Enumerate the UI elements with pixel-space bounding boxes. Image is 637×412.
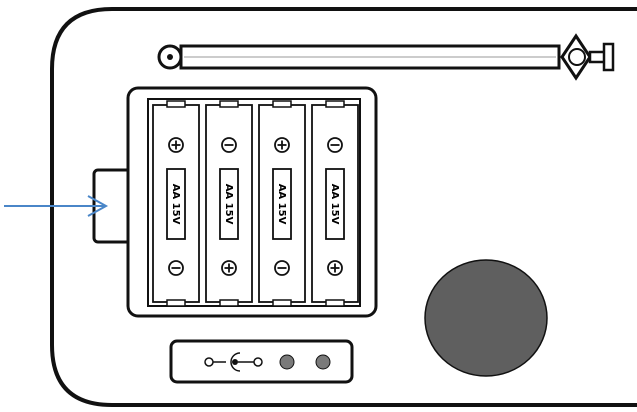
- battery-label-box: [219, 168, 239, 240]
- battery-label: AA 15V: [170, 184, 181, 225]
- battery-label: AA 15V: [223, 184, 234, 225]
- polarity-plus-icon: [168, 137, 184, 153]
- polarity-minus-icon: [221, 137, 237, 153]
- antenna-icon: [157, 33, 615, 81]
- jack-dot-2: [315, 354, 331, 370]
- speaker-grille: [424, 259, 548, 377]
- battery-slots: AA 15V AA 15V AA 15V AA 15V: [152, 100, 359, 307]
- battery-label: AA 15V: [276, 184, 287, 225]
- battery-label-box: [166, 168, 186, 240]
- battery-label-box: [325, 168, 345, 240]
- battery-label: AA 15V: [329, 184, 340, 225]
- polarity-plus-icon: [327, 260, 343, 276]
- polarity-minus-icon: [274, 260, 290, 276]
- polarity-minus-icon: [168, 260, 184, 276]
- arrow-icon: [4, 195, 109, 217]
- jack-dot-1: [279, 354, 295, 370]
- polarity-plus-icon: [274, 137, 290, 153]
- battery-label-box: [272, 168, 292, 240]
- dc-jack-icon: [204, 352, 263, 372]
- polarity-plus-icon: [221, 260, 237, 276]
- polarity-minus-icon: [327, 137, 343, 153]
